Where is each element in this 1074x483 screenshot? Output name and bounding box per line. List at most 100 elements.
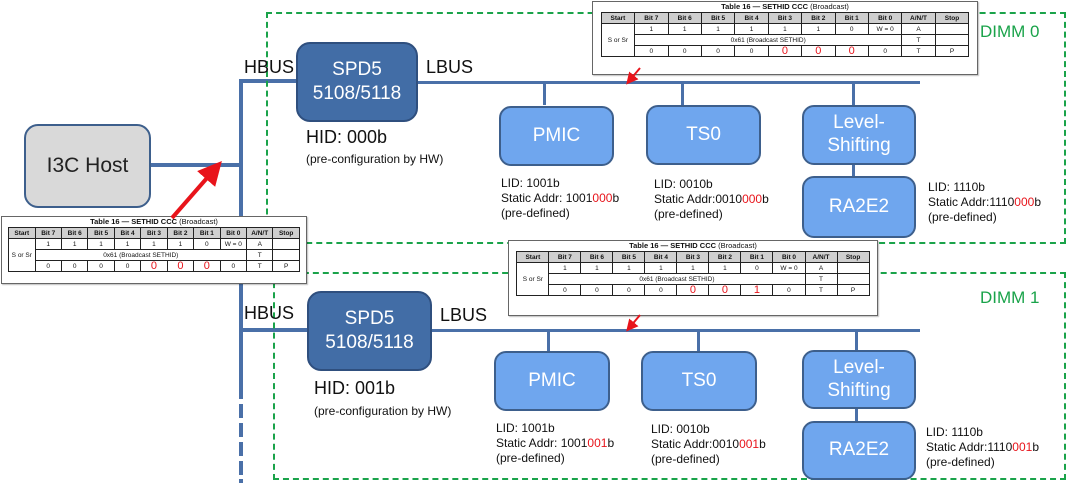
lbus-drop-levelshift — [852, 81, 855, 105]
start-cell: S or Sr — [516, 262, 550, 296]
lid: LID: 1110b — [928, 180, 985, 194]
level-shifting-line1: Level- — [833, 356, 885, 378]
hid-bits: 000 — [742, 192, 763, 206]
hbus-trunk-continuation — [239, 404, 243, 418]
lbus-label: LBUS — [426, 57, 474, 77]
table-cell: T — [901, 45, 936, 57]
hbus-trunk-continuation — [239, 479, 243, 483]
start-cell: S or Sr — [8, 238, 36, 272]
lbus-drop-levelshift — [855, 329, 858, 351]
hid-bit-cell: 1 — [740, 284, 774, 296]
table-title: Table 16 — SETHID CCC (Broadcast) — [721, 2, 849, 11]
spd5-part: 5108/5118 — [325, 332, 414, 353]
hbus-trunk-continuation — [239, 461, 243, 475]
pmic-info: LID: 1001b Static Addr: 1001001b (pre-de… — [496, 421, 614, 466]
spd5-hub-dimm0[interactable]: SPD5 5108/5118 — [296, 42, 418, 122]
pmic-dimm1[interactable]: PMIC — [494, 351, 610, 411]
lid: LID: 1110b — [926, 425, 983, 439]
addr-note: (pre-defined) — [651, 452, 720, 466]
addr-note: (pre-defined) — [926, 455, 995, 469]
spd5-name: SPD5 — [332, 59, 382, 81]
dimm1-label: DIMM 1 — [980, 288, 1040, 307]
ls-to-ra2e2 — [852, 163, 855, 177]
start-cell: S or Sr — [600, 23, 636, 57]
level-shifting-line1: Level- — [833, 112, 885, 134]
static-addr: Static Addr:0010001b — [651, 437, 766, 451]
table-header-cell: Bit 5 — [700, 12, 736, 24]
ra2e2-info: LID: 1110b Static Addr:1110000b (pre-def… — [928, 180, 1041, 225]
table-cell: T — [901, 34, 936, 46]
lbus-drop-pmic — [543, 81, 546, 105]
table-cell: 0 — [60, 260, 89, 272]
lbus-drop-ts0 — [697, 329, 700, 351]
pmic-dimm0[interactable]: PMIC — [499, 106, 614, 166]
table-cell: 0 — [113, 260, 142, 272]
hbus-trunk-continuation — [239, 382, 243, 399]
static-addr: Static Addr:1110000b — [928, 195, 1041, 209]
table-title: Table 16 — SETHID CCC (Broadcast) — [90, 217, 218, 226]
static-addr: Static Addr: 1001001b — [496, 436, 615, 450]
pmic-info: LID: 1001b Static Addr: 1001000b (pre-de… — [501, 176, 619, 221]
ls-to-ra2e2 — [855, 407, 858, 423]
ts0-info: LID: 0010b Static Addr:0010001b (pre-def… — [651, 422, 766, 467]
hid-value: HID: 001b — [314, 378, 396, 398]
table-cell: 0 — [612, 284, 646, 296]
ts0-info: LID: 0010b Static Addr:0010000b (pre-def… — [654, 177, 769, 222]
ra2e2-label: RA2E2 — [828, 439, 890, 461]
red-arrow-to-host-bus — [170, 160, 222, 220]
lbus-drop-ts0 — [681, 81, 684, 105]
table-cell: 0 — [867, 45, 903, 57]
hid-bits: 000 — [1014, 195, 1035, 209]
red-arrow-to-lbus-dimm1 — [626, 314, 641, 332]
table-cell: T — [804, 284, 838, 296]
level-shifting-dimm1[interactable]: Level- Shifting — [802, 350, 916, 409]
table-header-cell: A/N/T — [901, 12, 936, 24]
ts0-dimm0[interactable]: TS0 — [646, 105, 761, 165]
level-shifting-dimm0[interactable]: Level- Shifting — [802, 105, 916, 165]
static-addr: Static Addr:0010000b — [654, 192, 769, 206]
addr-note: (pre-defined) — [496, 451, 565, 465]
lbus-dimm0 — [418, 81, 920, 84]
ra2e2-dimm1[interactable]: RA2E2 — [802, 421, 916, 480]
i3c-host[interactable]: I3C Host — [24, 124, 151, 208]
hid-note: (pre-configuration by HW) — [306, 152, 444, 166]
lbus-label: LBUS — [440, 305, 488, 325]
ra2e2-dimm0[interactable]: RA2E2 — [802, 176, 916, 238]
lbus-drop-pmic — [547, 329, 550, 351]
ra2e2-info: LID: 1110b Static Addr:1110001b (pre-def… — [926, 425, 1039, 470]
static-addr: Static Addr:1110001b — [926, 440, 1039, 454]
hid-bits: 000 — [592, 191, 613, 205]
level-shifting-line2: Shifting — [827, 379, 891, 401]
pmic-label: PMIC — [532, 124, 581, 146]
spd5-name: SPD5 — [344, 308, 395, 330]
hbus-dimm0 — [239, 79, 309, 83]
spd5-hub-dimm1[interactable]: SPD5 5108/5118 — [307, 291, 432, 371]
pmic-label: PMIC — [528, 369, 576, 391]
lid: LID: 1001b — [496, 421, 555, 435]
table-cell: P — [934, 45, 970, 57]
level-shifting-line2: Shifting — [827, 135, 891, 156]
hid-bits: 001 — [587, 436, 608, 450]
table-cell: 0 — [34, 260, 62, 272]
hbus-label: HBUS — [244, 303, 295, 323]
table-header-cell: Bit 0 — [772, 251, 806, 263]
ts0-label: TS0 — [686, 123, 721, 145]
ts0-dimm1[interactable]: TS0 — [641, 351, 757, 411]
hid-bit-cell: 0 — [834, 45, 869, 57]
hid-bit-cell: 0 — [140, 260, 168, 272]
table-cell: 0 — [580, 284, 614, 296]
hid-bits: 001 — [1012, 440, 1033, 454]
table-cell: P — [836, 284, 870, 296]
dimm0-label: DIMM 0 — [980, 22, 1040, 41]
i3c-host-label: I3C Host — [46, 154, 129, 177]
hbus-label: HBUS — [244, 57, 295, 77]
addr-note: (pre-defined) — [928, 210, 997, 224]
